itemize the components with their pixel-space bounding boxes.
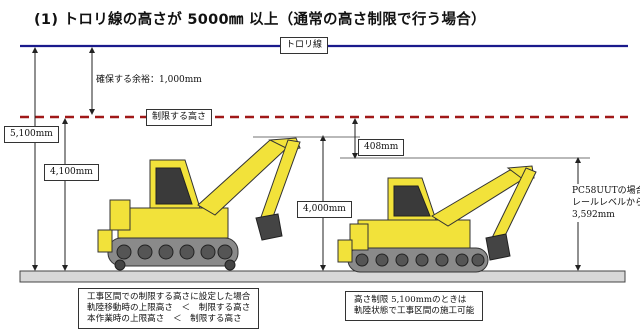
total-height-label: 5,100mm: [4, 126, 59, 143]
note-left-line: 本作業時の上限高さ ＜ 制限する高さ: [87, 314, 242, 324]
excavator-height-label: 4,000mm: [297, 201, 352, 218]
trolley-line-label: トロリ線: [280, 37, 329, 54]
limit-height-label: 制限する高さ: [146, 109, 213, 126]
pc58-label-line1: PC58UUTの場合: [572, 186, 640, 196]
note-right-line: 軌陸状態で工事区間の施工可能: [354, 306, 475, 316]
excavator-left: [97, 137, 301, 271]
diagram-heading: (1) トロリ線の高さが 5000㎜ 以上（通常の高さ制限で行う場合）: [34, 12, 486, 28]
pc58-label-line2: レールレベルから: [572, 198, 640, 208]
limit-value-label: 4,100mm: [44, 164, 99, 181]
note-right-line: 高さ制限 5,100mmのときは: [354, 295, 467, 305]
pc58-label: PC58UUTの場合 レールレベルから 3,592mm: [570, 184, 640, 222]
margin-label: 408mm: [358, 139, 405, 156]
rail-bed: [19, 270, 626, 283]
note-left: 工事区間での制限する高さに設定した場合 軌陸移動時の上限高さ ＜ 制限する高さ …: [78, 288, 260, 329]
clearance-label: 確保する余裕：1,000mm: [96, 75, 202, 85]
note-left-line: 軌陸移動時の上限高さ ＜ 制限する高さ: [87, 303, 251, 313]
note-left-line: 工事区間での制限する高さに設定した場合: [87, 292, 251, 302]
pc58-label-line3: 3,592mm: [572, 210, 615, 220]
excavator-right: [337, 165, 537, 273]
note-right: 高さ制限 5,100mmのときは 軌陸状態で工事区間の施工可能: [345, 291, 484, 321]
